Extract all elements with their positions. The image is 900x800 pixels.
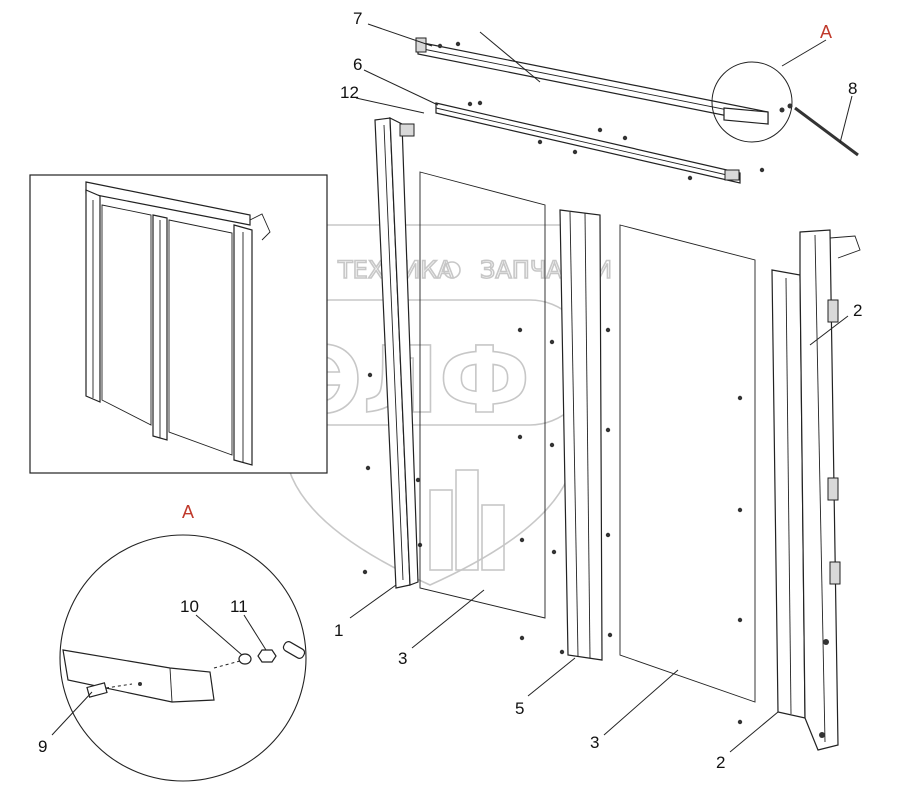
callout-1: 1: [334, 621, 343, 640]
detail-a-bottom-circle: [59, 534, 307, 782]
callout-2-lower: 2: [716, 753, 725, 772]
watermark-wheat-icon: [429, 469, 505, 571]
inset-frame: [29, 174, 328, 474]
callout-a-bottom: A: [182, 502, 194, 522]
left-panel-bolts: [517, 327, 525, 641]
part-10-washer: [238, 653, 252, 665]
left-post-bolts: [362, 372, 423, 575]
callout-10: 10: [180, 597, 199, 616]
part-6-lower-bar: [435, 100, 765, 184]
part-11-nut: [257, 649, 277, 663]
callout-11: 11: [230, 597, 248, 616]
right-panel-bolts: [737, 395, 743, 725]
callout-8: 8: [848, 79, 857, 98]
part-3-left-panel: [419, 171, 546, 619]
part-8-rod: [794, 106, 859, 157]
callout-6: 6: [353, 55, 362, 74]
part-1-left-post: [362, 117, 423, 589]
callout-2-upper: 2: [853, 301, 862, 320]
part-9-bolt: [86, 682, 108, 698]
callout-3-right: 3: [590, 733, 599, 752]
part-3-right-panel: [619, 224, 756, 703]
inset-right-panel: [168, 219, 233, 456]
inset-top-beam: [85, 181, 251, 226]
callout-9: 9: [38, 737, 47, 756]
callout-a-top: A: [820, 22, 832, 42]
detail-a-top-circle: [711, 61, 793, 143]
callout-12: 12: [340, 83, 359, 102]
inset-left-panel: [101, 204, 152, 426]
center-post-bolts: [549, 327, 613, 655]
callout-labels: 7 6 12 A 8 2 1 3 5 3 2 A 10 11 9: [38, 9, 862, 772]
detail-beam-end: [62, 649, 215, 703]
callout-5: 5: [515, 699, 524, 718]
leader-lines: [51, 23, 853, 753]
callout-3-left: 3: [398, 649, 407, 668]
watermark-gear-icon: [443, 261, 461, 279]
callout-7: 7: [353, 9, 362, 28]
part-2-right-post: [771, 229, 861, 751]
part-5-center-post: [549, 209, 613, 661]
assembled-view-inset: [29, 174, 328, 474]
